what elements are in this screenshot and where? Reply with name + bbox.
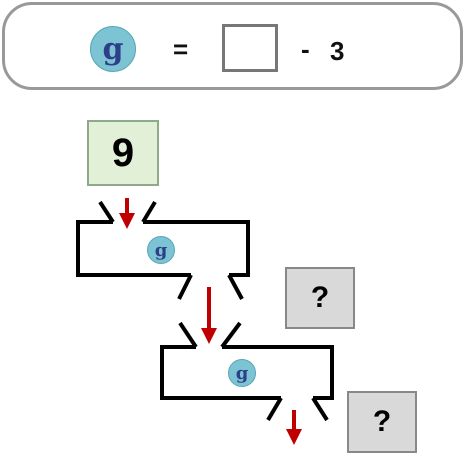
machine-2-spout-right: [311, 396, 329, 422]
machine-2-variable-icon: g: [228, 359, 256, 387]
arrow-into-machine-1-head: [119, 213, 135, 229]
operator-sign: -: [301, 34, 310, 64]
machine-2-variable-letter: g: [235, 362, 249, 384]
machine-1-variable-letter: g: [154, 239, 168, 261]
variable-letter: g: [102, 31, 124, 67]
machine-1-funnel-left: [98, 200, 115, 224]
answer-blank[interactable]: [222, 24, 278, 72]
operand-value: 3: [330, 36, 345, 66]
machine-1-variable-icon: g: [147, 236, 175, 264]
variable-g-icon: g: [90, 26, 136, 72]
machine-1-spout-left: [177, 274, 193, 300]
output-box-1[interactable]: ?: [285, 267, 355, 329]
arrow-out-of-machine-2-head: [286, 429, 302, 445]
equals-sign: =: [173, 34, 189, 64]
machine-1-funnel-right: [141, 200, 157, 224]
machine-2-body: [160, 345, 334, 400]
output-box-2[interactable]: ?: [347, 391, 417, 453]
input-value-box: 9: [87, 120, 159, 186]
machine-2-funnel-left: [178, 321, 198, 349]
rule-panel: [2, 2, 463, 90]
machine-2-spout-left: [266, 396, 283, 422]
machine-1-body: [76, 220, 250, 277]
machine-1-spout-right: [227, 274, 244, 300]
machine-2-funnel-right: [220, 321, 242, 349]
arrow-between-machines-head: [201, 328, 217, 344]
